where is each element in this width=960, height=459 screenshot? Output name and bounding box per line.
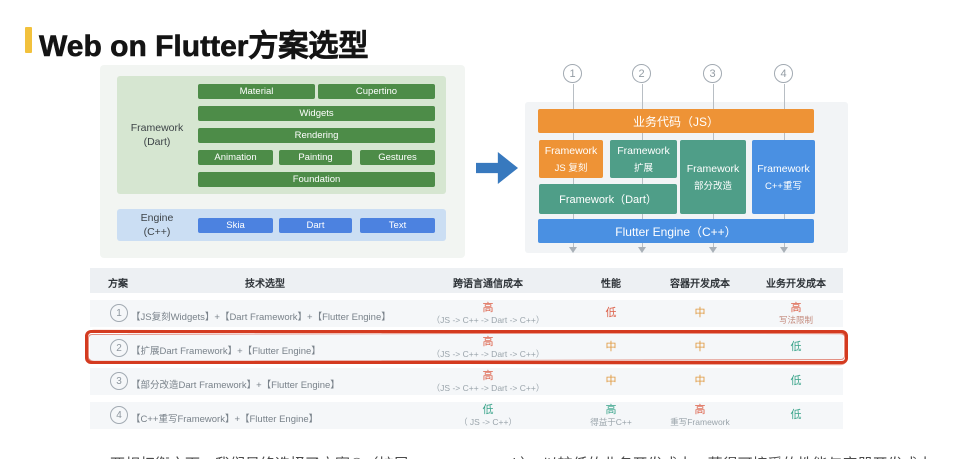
- row4-tech: 【C++重写Framework】+【Flutter Engine】: [131, 414, 319, 425]
- option4-number: 4: [774, 64, 793, 83]
- row3-comm: 高 （JS -> C++ -> Dart -> C++）: [431, 370, 545, 393]
- rendering-bar: Rendering: [198, 128, 435, 143]
- row1-container: 中: [694, 307, 706, 319]
- animation-bar: Animation: [198, 150, 273, 165]
- page-title: Web on Flutter方案选型: [39, 30, 369, 64]
- framework-partial-box: Framework 部分改造: [680, 140, 746, 214]
- widgets-bar: Widgets: [198, 106, 435, 121]
- title-accent-bar: [25, 27, 32, 53]
- foundation-bar: Foundation: [198, 172, 435, 187]
- row3-container: 中: [694, 375, 706, 387]
- skia-bar: Skia: [198, 218, 273, 233]
- col-header-perf: 性能: [601, 279, 621, 290]
- row3-tech: 【部分改造Dart Framework】+【Flutter Engine】: [131, 380, 340, 391]
- row3-business: 低: [790, 375, 802, 387]
- framework-cpp-box: Framework C++重写: [752, 140, 815, 214]
- option2-number: 2: [632, 64, 651, 83]
- material-bar: Material: [198, 84, 315, 99]
- gestures-bar: Gestures: [360, 150, 435, 165]
- row1-business: 高 写法限制: [778, 302, 814, 325]
- bottom-note: 两相权衡之下，我们最终选择了方案②（扩展 Dart Framework），以较低…: [110, 453, 950, 459]
- framework-dart-box: Framework（Dart）: [539, 184, 677, 214]
- transform-arrow-icon: [476, 152, 518, 184]
- row1-scheme: 1: [110, 304, 128, 322]
- highlight-border: [85, 330, 848, 364]
- business-code-bar: 业务代码（JS）: [538, 109, 814, 133]
- row3-perf: 中: [605, 375, 617, 387]
- cupertino-bar: Cupertino: [318, 84, 435, 99]
- row4-container: 高 重写Framework: [670, 404, 730, 427]
- flutter-engine-bar: Flutter Engine（C++）: [538, 219, 814, 243]
- option4-arrow-icon: [780, 247, 788, 253]
- col-header-comm: 跨语言通信成本: [453, 279, 523, 290]
- table-row-1: [90, 300, 843, 327]
- engine-cpp-label: Engine (C++): [140, 212, 174, 238]
- framework-dart-label: Framework (Dart): [130, 122, 184, 148]
- row4-business: 低: [790, 409, 802, 421]
- option3-number: 3: [703, 64, 722, 83]
- table-row-3: [90, 368, 843, 395]
- dart-bar: Dart: [279, 218, 352, 233]
- col-header-scheme: 方案: [108, 279, 128, 290]
- col-header-container: 容器开发成本: [670, 279, 730, 290]
- option1-number: 1: [563, 64, 582, 83]
- table-header: [90, 268, 843, 293]
- row4-scheme: 4: [110, 406, 128, 424]
- option3-arrow-icon: [709, 247, 717, 253]
- row4-comm: 低 （ JS -> C++）: [459, 404, 517, 427]
- option1-arrow-icon: [569, 247, 577, 253]
- col-header-business: 业务开发成本: [766, 279, 826, 290]
- text-bar: Text: [360, 218, 435, 233]
- row1-comm: 高 （JS -> C++ -> Dart -> C++）: [431, 302, 545, 325]
- row3-scheme: 3: [110, 372, 128, 390]
- painting-bar: Painting: [279, 150, 352, 165]
- col-header-tech: 技术选型: [245, 279, 285, 290]
- table-row-4: [90, 402, 843, 429]
- option2-arrow-icon: [638, 247, 646, 253]
- row1-perf: 低: [605, 307, 617, 319]
- framework-extend-box: Framework 扩展: [610, 140, 677, 178]
- row1-tech: 【JS复刻Widgets】+【Dart Framework】+【Flutter …: [131, 312, 391, 323]
- framework-js-box: Framework JS 复刻: [539, 140, 603, 178]
- row4-perf: 高 得益于C++: [590, 404, 632, 427]
